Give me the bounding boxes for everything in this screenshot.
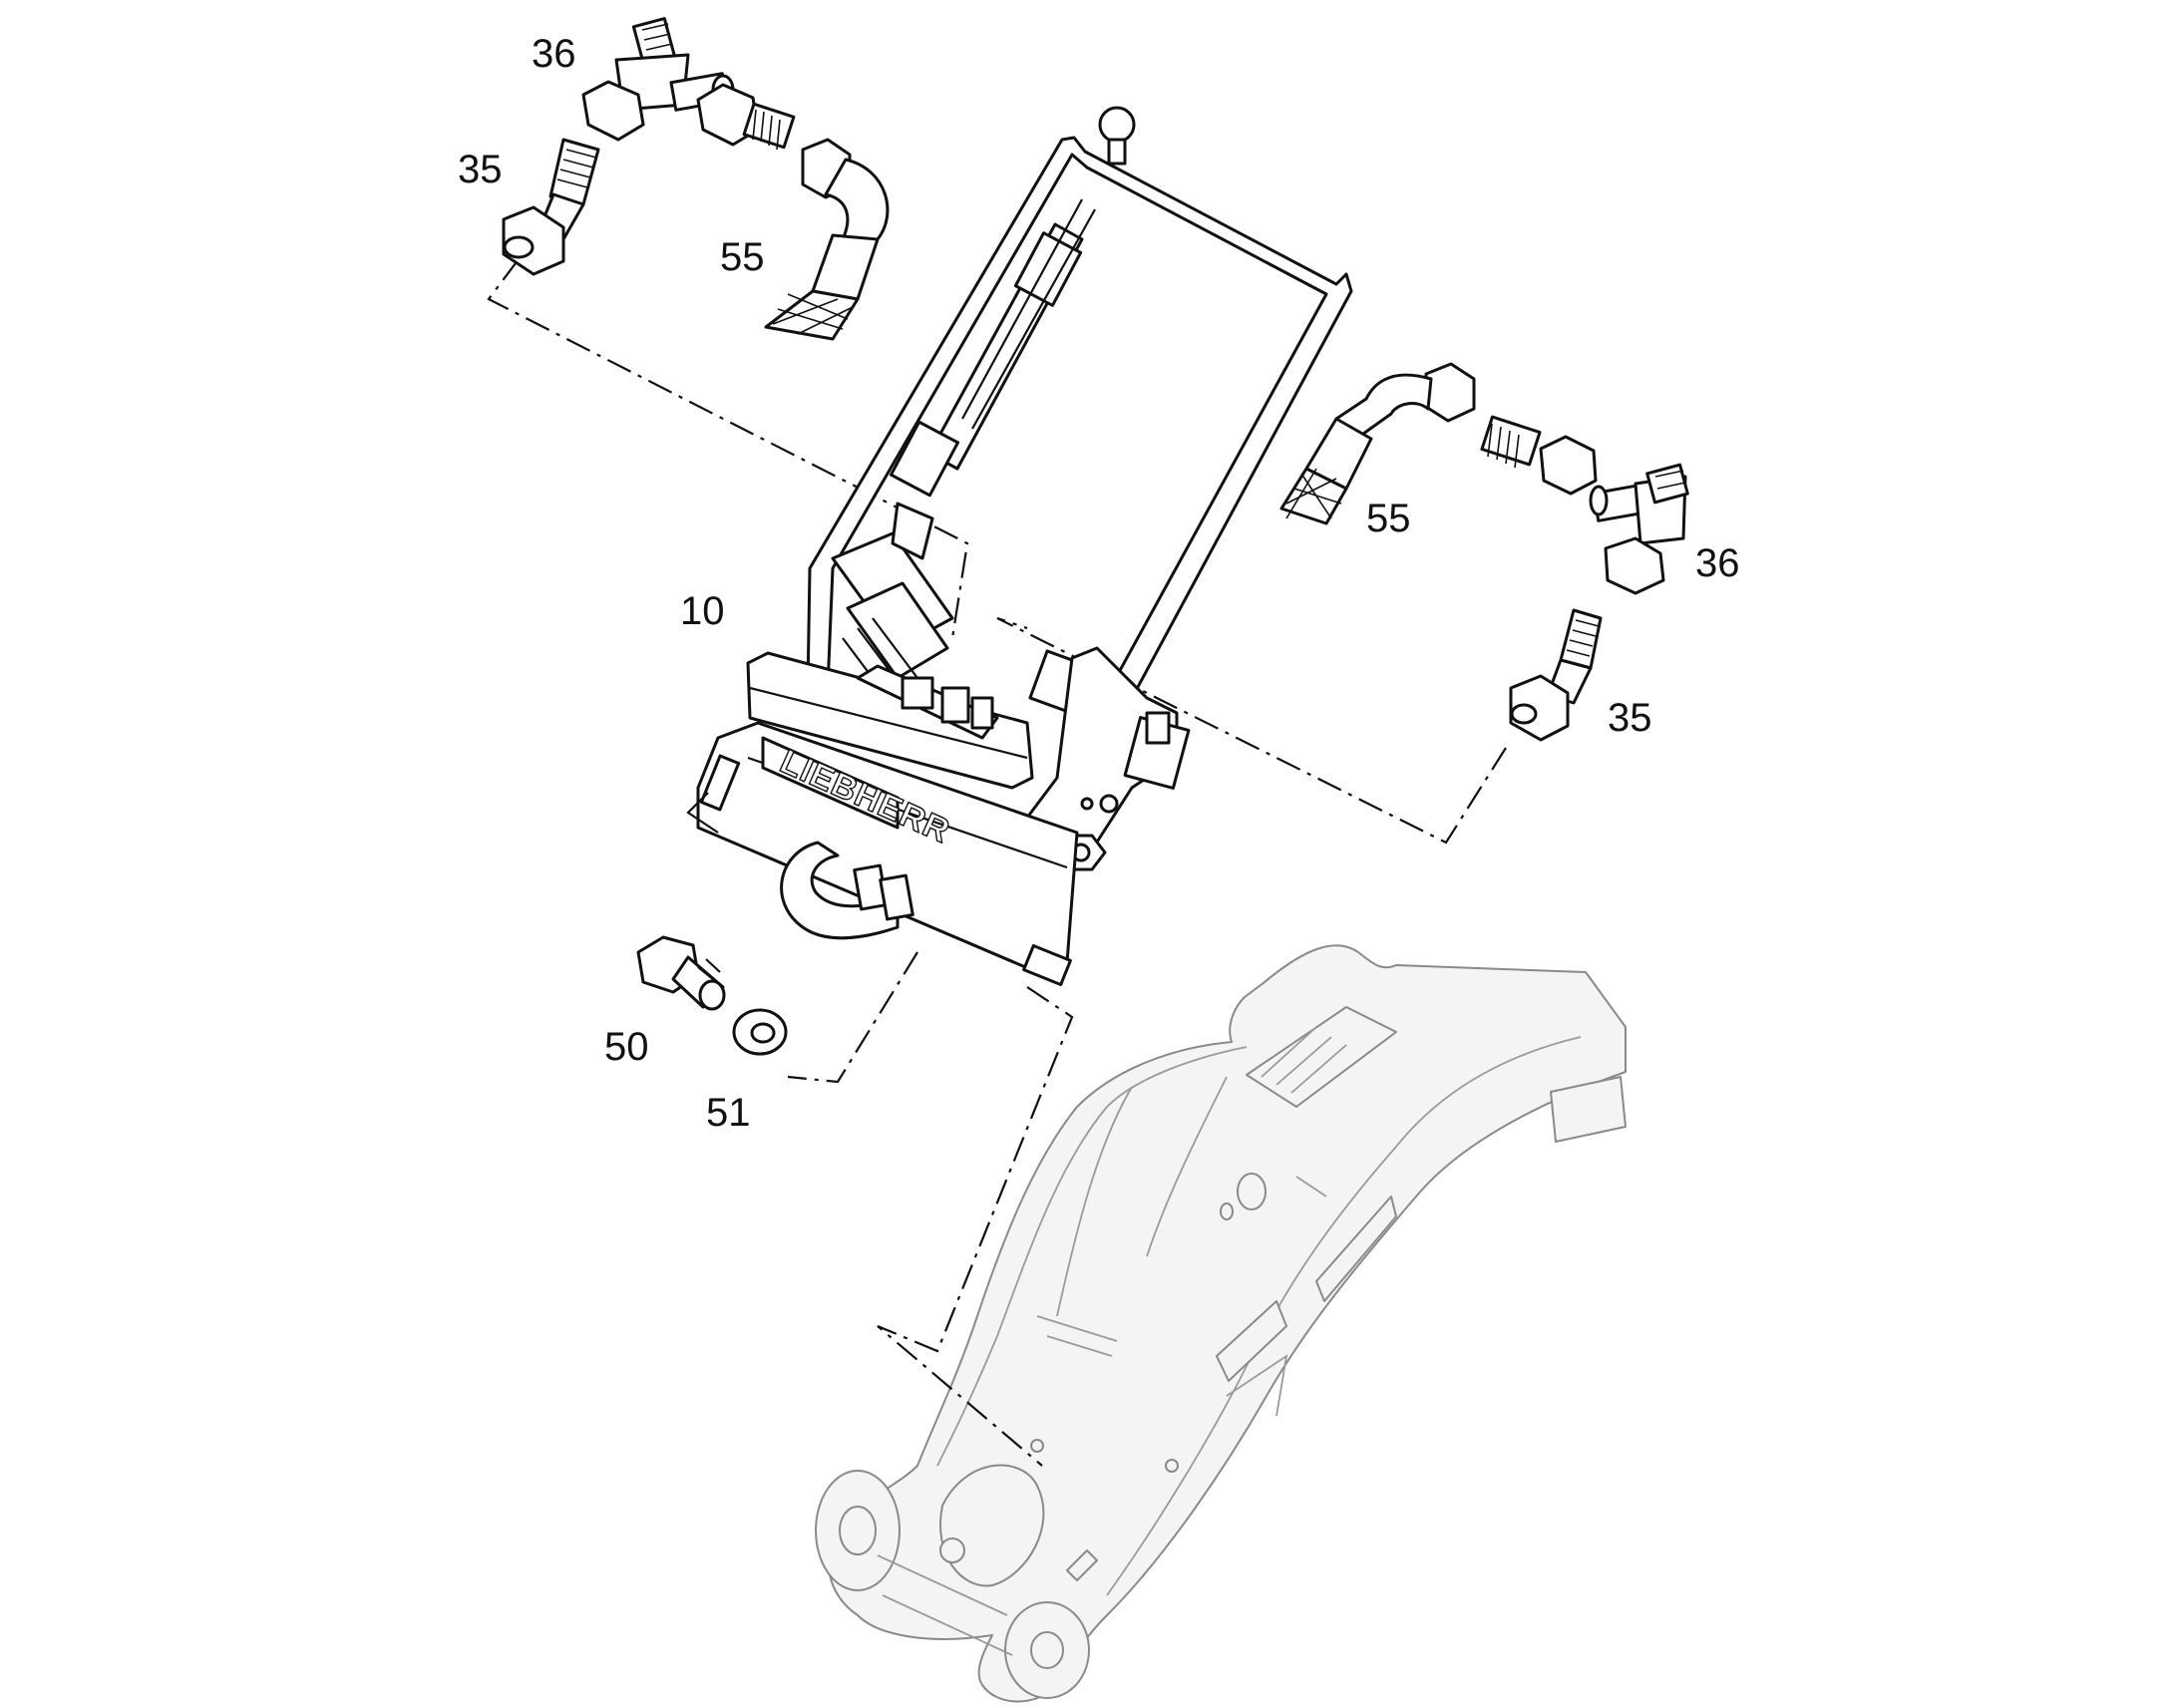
leader-lines [487, 258, 1507, 1467]
callout-55-upper-left: 55 [720, 235, 765, 279]
callout-50: 50 [604, 1025, 649, 1069]
part-35-upper-left [502, 138, 600, 276]
part-valve-upper [696, 83, 796, 151]
part-35-right [1509, 608, 1603, 742]
quick-coupler-assembly: LIEBHERR [686, 106, 1353, 987]
callout-10: 10 [680, 589, 725, 633]
callout-36-right: 36 [1695, 541, 1740, 585]
part-36-upper-left [581, 17, 735, 142]
boom-arm [815, 944, 1627, 1703]
part-valve-right [1480, 415, 1598, 496]
callout-35-right: 35 [1608, 696, 1652, 740]
part-55-upper-left [764, 138, 890, 341]
part-50-bolt [636, 935, 726, 1011]
callout-36-upper-left: 36 [532, 32, 576, 76]
part-55-right [1279, 362, 1476, 525]
part-36-right [1589, 463, 1689, 595]
callout-35-upper-left: 35 [458, 148, 503, 191]
callout-51: 51 [706, 1091, 751, 1135]
callout-55-right: 55 [1366, 497, 1411, 540]
part-51-washer [732, 1008, 788, 1056]
